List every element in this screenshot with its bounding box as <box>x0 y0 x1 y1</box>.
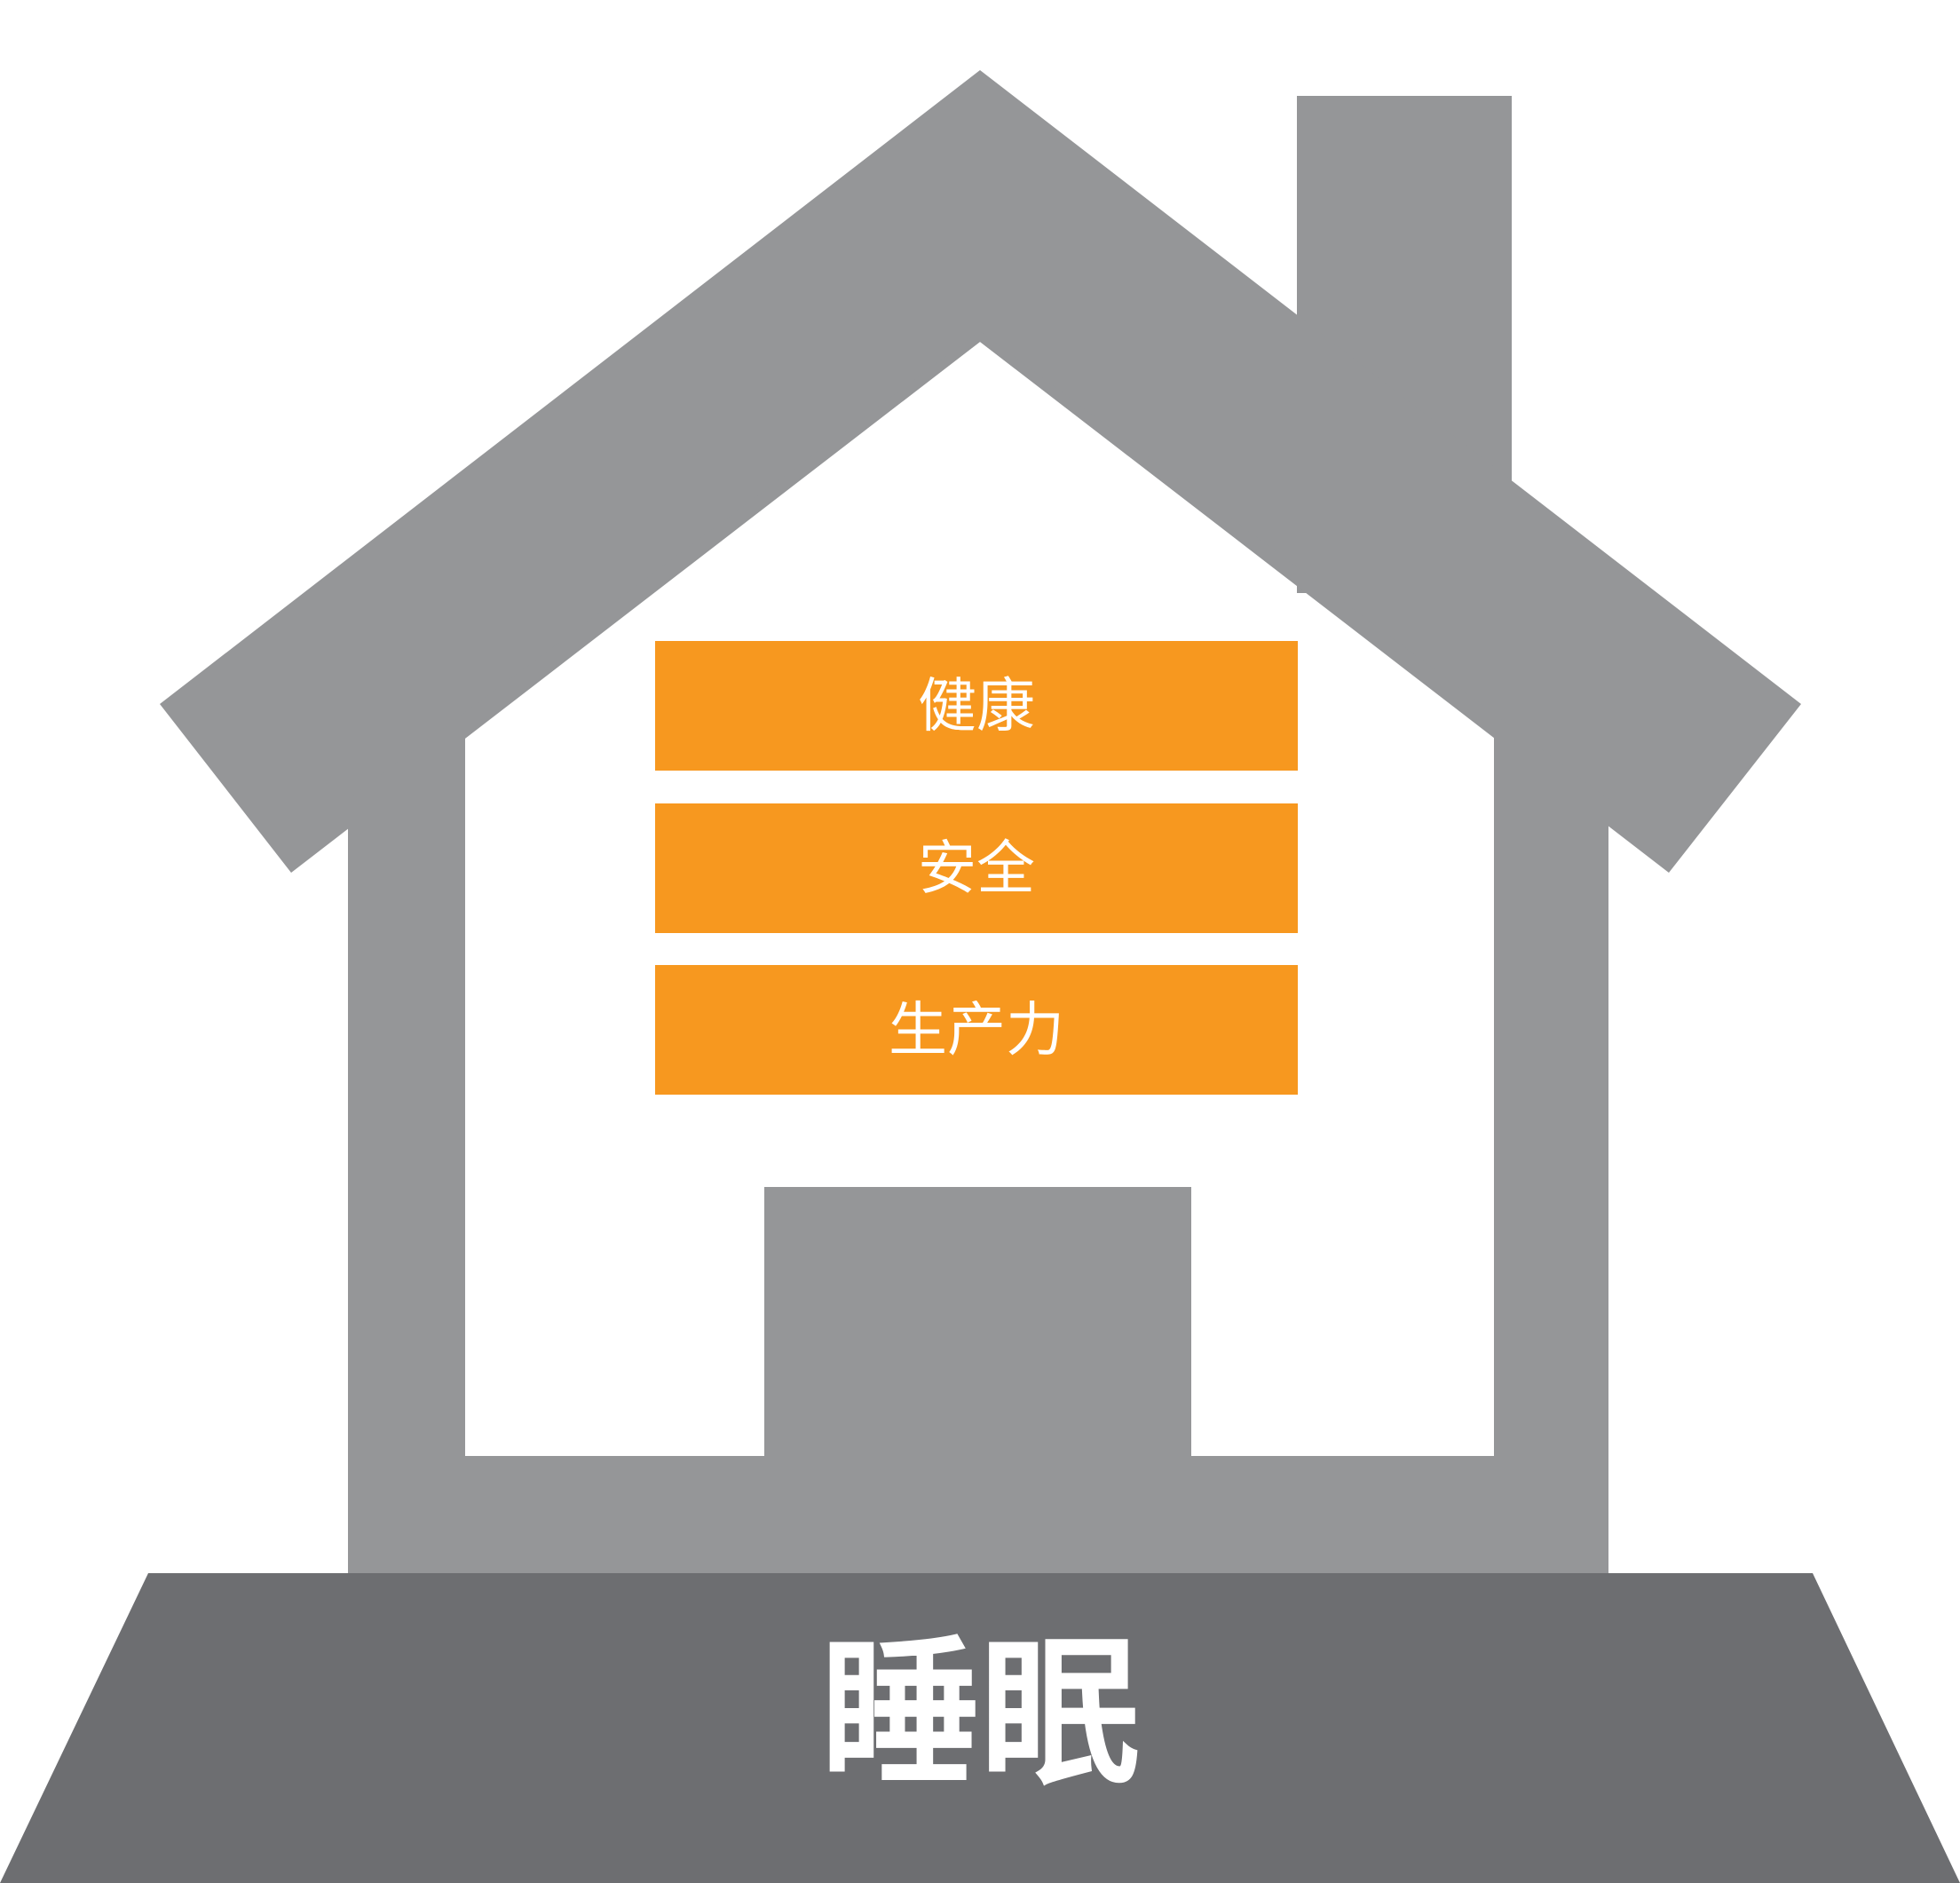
pillar-bar-health <box>655 641 1298 771</box>
foundation-label: 睡眠 <box>820 1620 1140 1808</box>
pillar-label-productivity: 生产力 <box>889 996 1064 1064</box>
pillar-bars: 健康 安全 生产力 <box>655 641 1298 1095</box>
pillar-bar-safety <box>655 803 1298 933</box>
pillar-label-health: 健康 <box>918 672 1035 740</box>
foundation <box>0 1573 1960 1883</box>
roof <box>160 70 1801 873</box>
pillar-label-safety: 安全 <box>918 835 1035 903</box>
door <box>764 1187 1191 1462</box>
pillar-bar-productivity <box>655 965 1298 1095</box>
